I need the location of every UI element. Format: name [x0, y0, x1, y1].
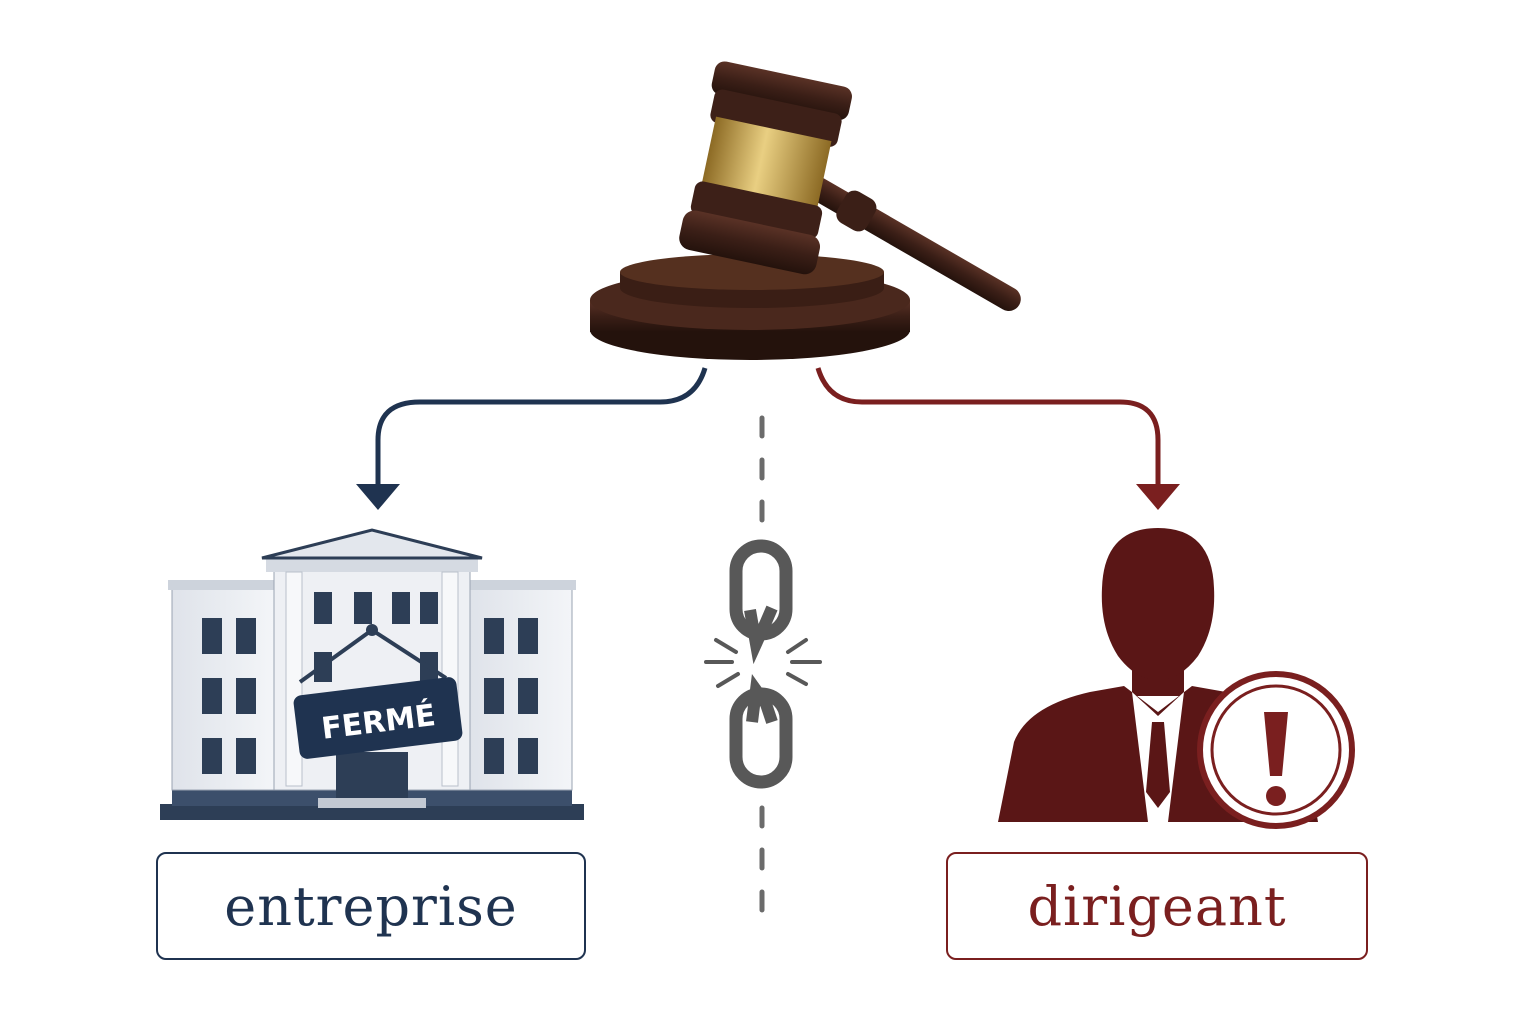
sound-block-icon	[590, 254, 910, 360]
building-icon: FERMÉ	[160, 528, 584, 820]
closed-sign: FERMÉ	[293, 624, 463, 759]
arrow-to-entreprise	[356, 367, 708, 510]
entreprise-label: entreprise	[224, 874, 518, 938]
dirigeant-label: dirigeant	[1027, 874, 1287, 938]
broken-chain-icon	[704, 539, 822, 789]
gavel-icon	[590, 61, 1021, 360]
arrow-to-dirigeant	[815, 367, 1180, 510]
entreprise-label-box: entreprise	[156, 852, 586, 960]
exclamation-icon	[1197, 671, 1355, 829]
dirigeant-label-box: dirigeant	[946, 852, 1368, 960]
